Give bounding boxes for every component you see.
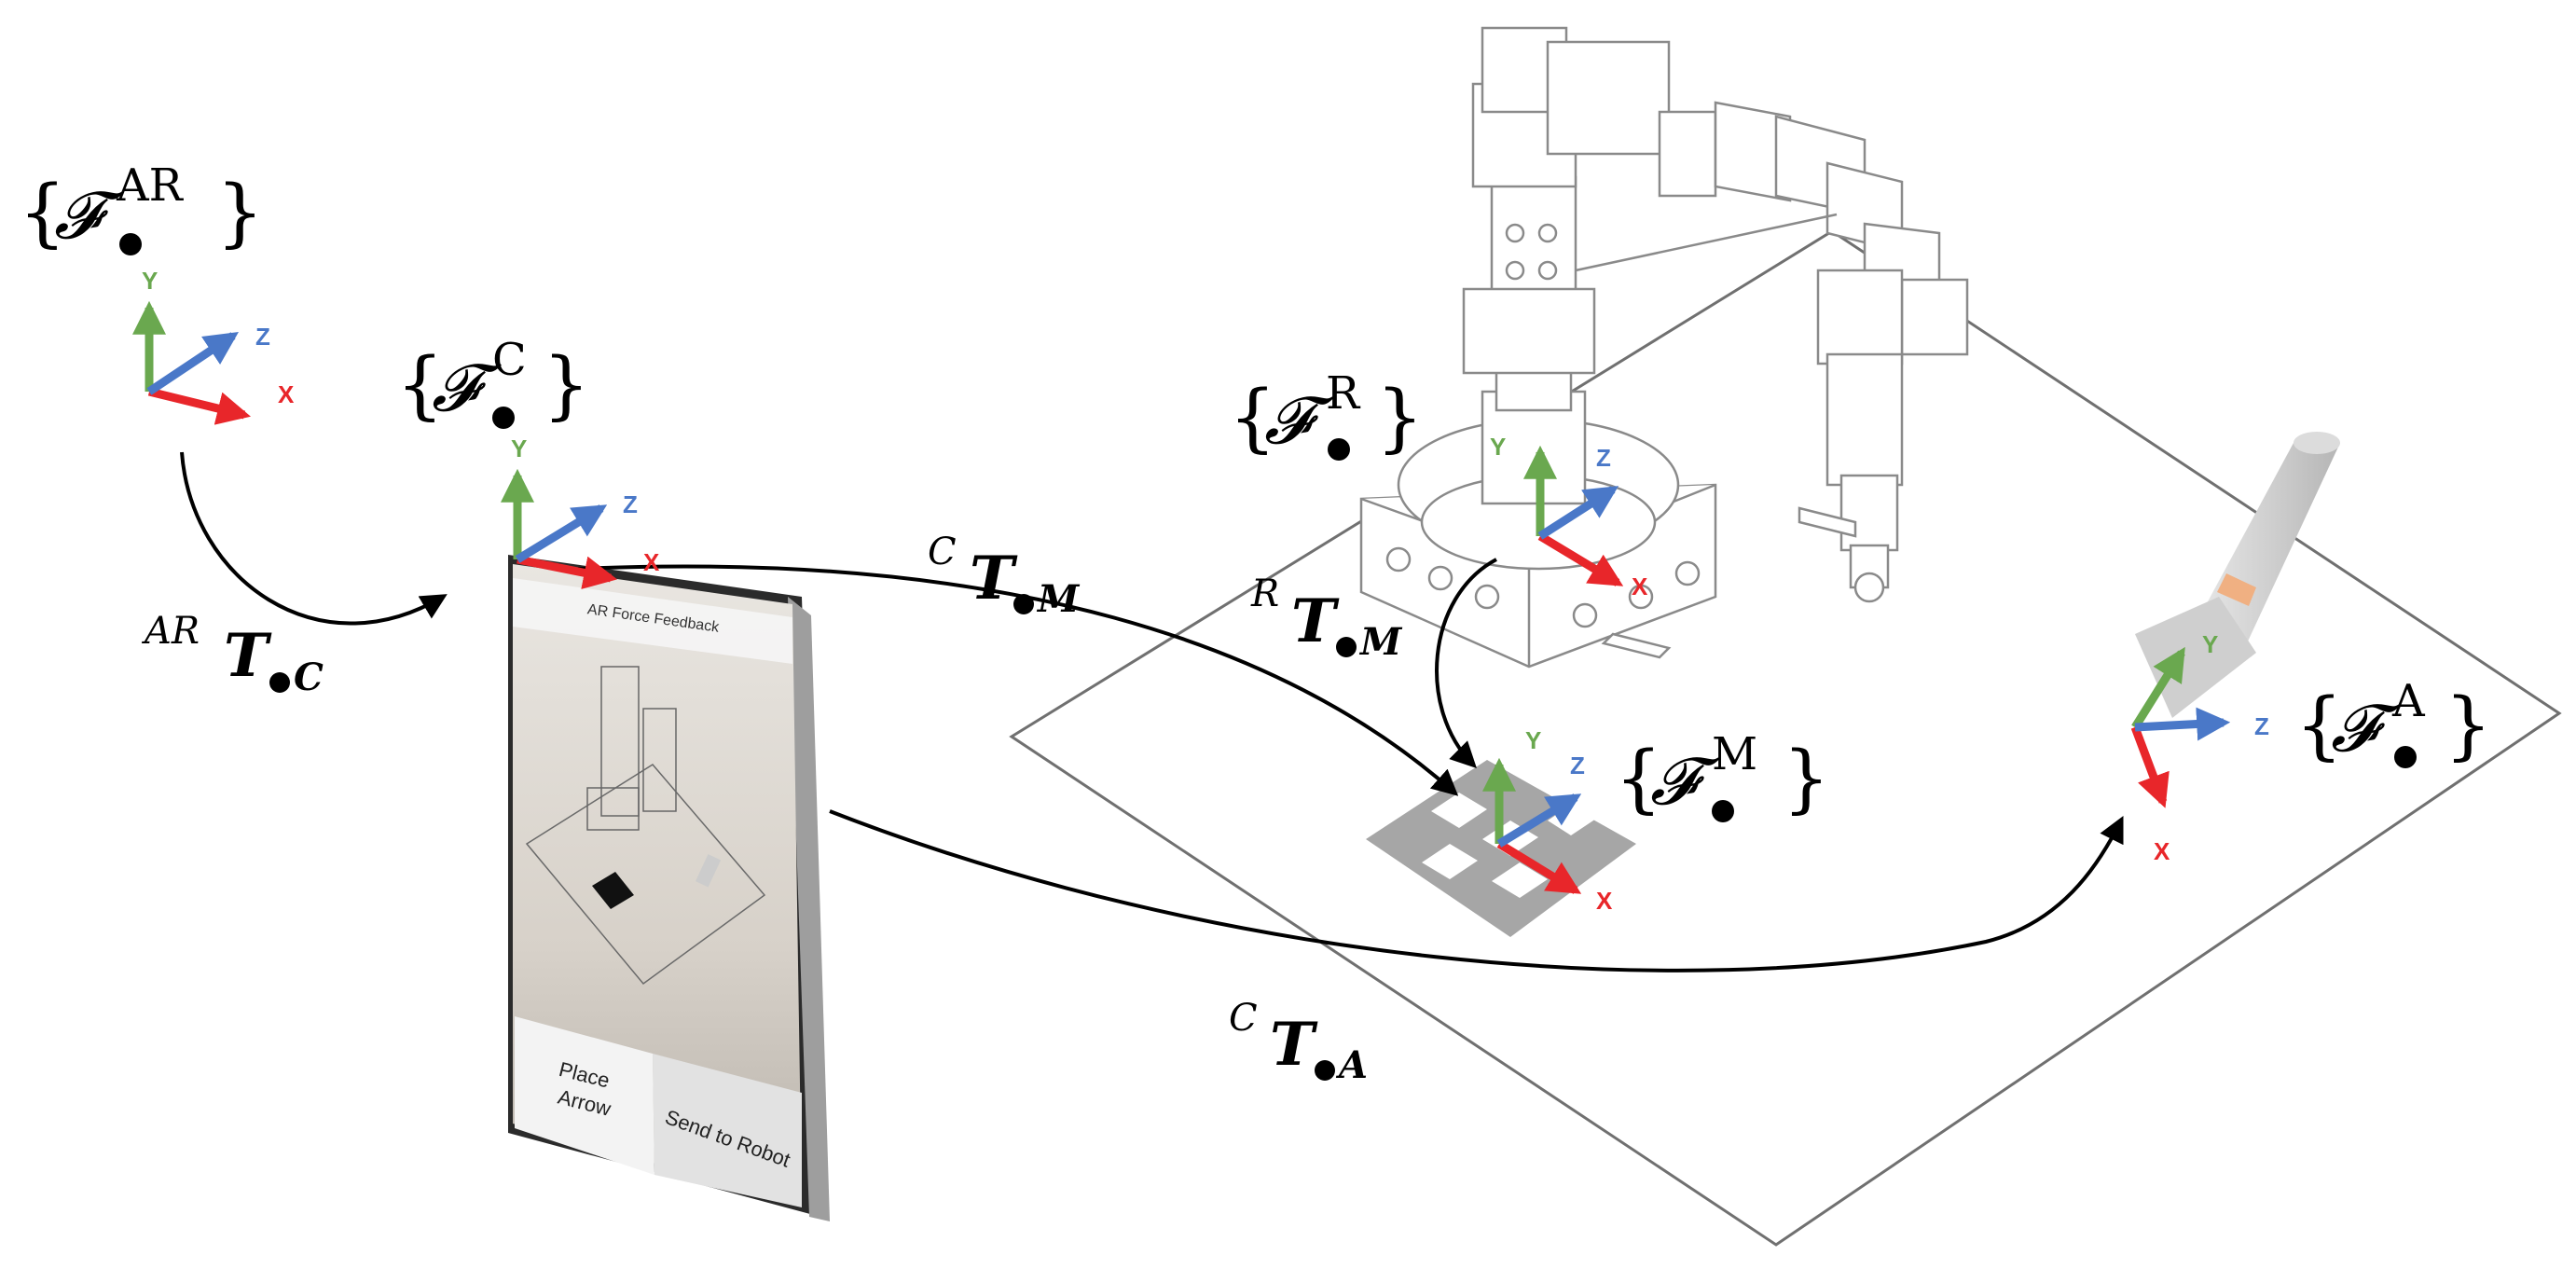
frame-label-r: { 𝓕 R } [1229, 367, 1424, 461]
svg-text:}: } [216, 169, 264, 255]
axes-r [1523, 445, 1624, 586]
svg-text:{: { [1615, 735, 1662, 821]
frame-a-symbol: 𝓕 [2331, 690, 2401, 766]
frame-c-symbol: 𝓕 [432, 350, 502, 426]
axes-a [2130, 646, 2231, 808]
svg-text:}: } [1783, 735, 1830, 821]
svg-text:{: { [396, 341, 444, 428]
svg-text:{: { [2295, 682, 2343, 768]
frame-label-a: { 𝓕 A } [2295, 675, 2492, 768]
axis-label-z-a: Z [2254, 712, 2269, 740]
transform-label-ar-c: AR T C [141, 610, 324, 699]
axes-m [1482, 757, 1582, 894]
arrow-ar-to-c [180, 451, 448, 626]
force-arrow-tool [2135, 432, 2340, 718]
tablet-device: AR Force Feedback Place Arrow Send to Ro… [508, 555, 830, 1221]
axes-c [501, 468, 618, 590]
axis-label-z-ar: Z [255, 323, 270, 351]
frame-label-m: { 𝓕 M } [1615, 728, 1830, 822]
transform-c-a-pre: C [1229, 997, 1258, 1040]
frame-label-ar: { 𝓕 AR } [19, 159, 264, 255]
frame-a-sup: A [2391, 675, 2426, 727]
axis-label-z-m: Z [1570, 752, 1585, 779]
frame-ar-symbol: 𝓕 [54, 177, 124, 254]
axes-ar [132, 300, 251, 425]
transform-ar-c-main: T [224, 621, 272, 691]
frame-ar-sup: AR [116, 159, 185, 212]
transform-c-m-main: T [970, 544, 1018, 614]
transform-ar-c-pre: AR [141, 610, 200, 653]
transform-arrows [180, 451, 2124, 972]
frame-r-sup: R [1326, 367, 1361, 420]
transform-c-m-sub: M [1036, 577, 1081, 621]
axis-label-x-a: X [2154, 837, 2170, 865]
transform-label-c-a: C T A [1229, 997, 1368, 1087]
axis-label-y-m: Y [1525, 726, 1541, 754]
axis-label-x-ar: X [278, 380, 295, 408]
axis-label-x-r: X [1632, 572, 1648, 600]
arrow-r-to-m [1435, 558, 1497, 768]
axis-label-y-c: Y [511, 434, 527, 462]
transform-label-c-m: C T M [928, 531, 1081, 621]
transform-c-a-main: T [1270, 1010, 1318, 1080]
axis-label-z-c: Z [623, 490, 638, 518]
frame-c-sup: C [492, 334, 527, 386]
transform-label-r-m: R T M [1250, 572, 1403, 664]
axis-label-y-a: Y [2202, 630, 2218, 658]
svg-text:{: { [1229, 374, 1276, 461]
axis-label-x-c: X [643, 548, 660, 576]
axis-label-x-m: X [1596, 887, 1613, 915]
svg-text:{: { [19, 169, 66, 255]
svg-text:}: } [543, 341, 590, 428]
axis-label-y-r: Y [1490, 433, 1506, 461]
frame-m-sup: M [1712, 728, 1757, 780]
transform-c-m-pre: C [928, 531, 957, 573]
transform-r-m-main: T [1291, 586, 1340, 656]
place-arrow-button[interactable] [515, 1016, 654, 1175]
svg-text:}: } [2445, 682, 2492, 768]
axis-label-y-ar: Y [142, 267, 158, 295]
arrow-c-to-m [577, 564, 1459, 796]
axis-label-z-r: Z [1596, 444, 1611, 472]
send-to-robot-button[interactable] [653, 1054, 802, 1207]
transform-r-m-sub: M [1358, 620, 1403, 664]
arrow-c-to-a [829, 809, 2124, 972]
transform-ar-c-sub: C [294, 655, 324, 699]
transform-c-a-sub: A [1335, 1043, 1368, 1087]
frame-r-symbol: 𝓕 [1264, 382, 1334, 459]
robot-arm-illustration [1359, 26, 1969, 669]
svg-text:}: } [1376, 374, 1424, 461]
frame-m-symbol: 𝓕 [1650, 743, 1720, 820]
frame-label-c: { 𝓕 C } [396, 334, 590, 429]
transform-r-m-pre: R [1250, 572, 1279, 615]
